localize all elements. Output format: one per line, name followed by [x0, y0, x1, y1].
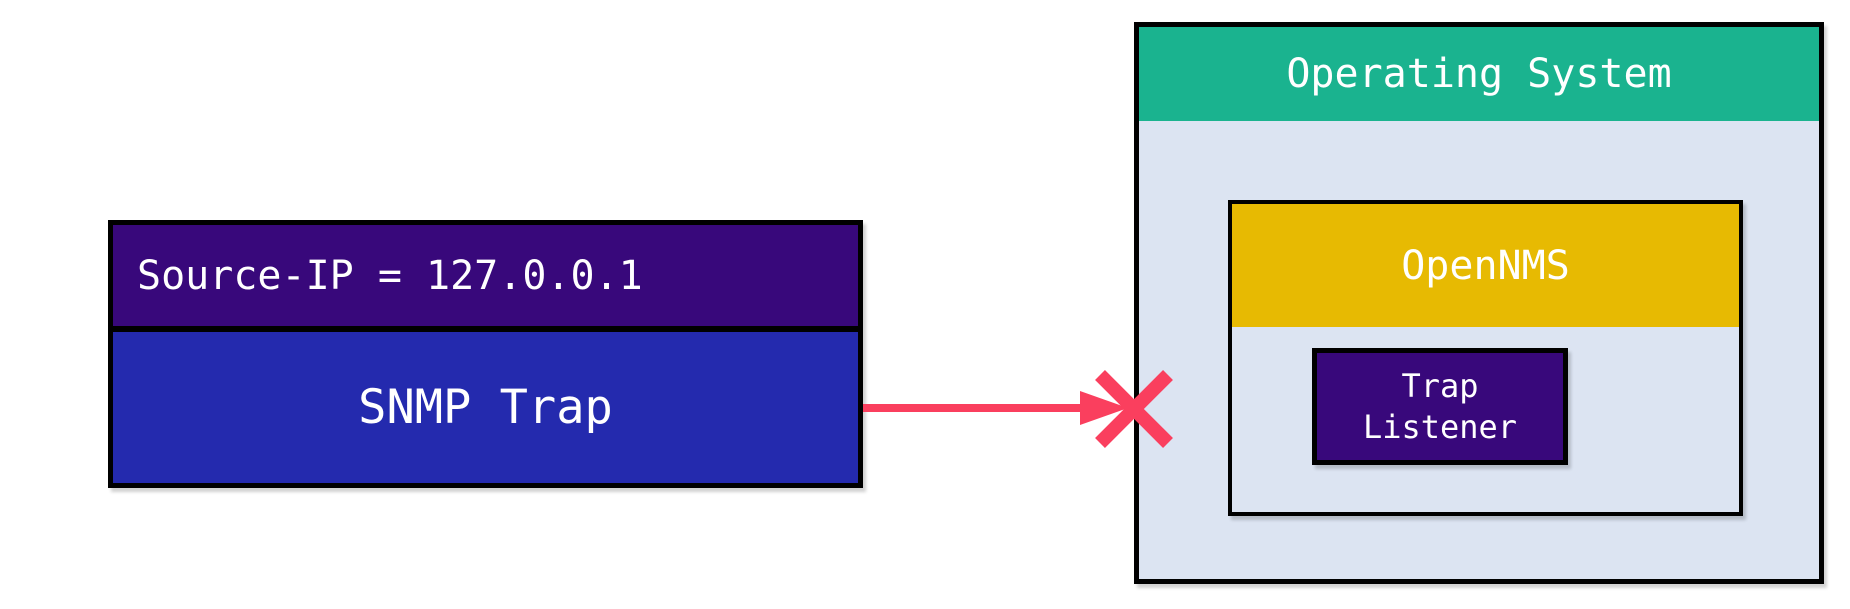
trap-listener-node: Trap Listener: [1312, 348, 1568, 465]
blocked-arrow: [863, 370, 1173, 448]
trap-listener-label: Trap Listener: [1362, 366, 1518, 446]
operating-system-header: Operating System: [1139, 27, 1819, 121]
opennms-header: OpenNMS: [1232, 204, 1739, 327]
snmp-trap-source-ip-attribute: Source-IP = 127.0.0.1: [113, 225, 858, 332]
blocked-x-icon: [1095, 370, 1173, 448]
arrow-head-icon: [1080, 391, 1128, 425]
snmp-trap-node: Source-IP = 127.0.0.1 SNMP Trap: [108, 220, 863, 488]
snmp-trap-label: SNMP Trap: [113, 332, 858, 483]
